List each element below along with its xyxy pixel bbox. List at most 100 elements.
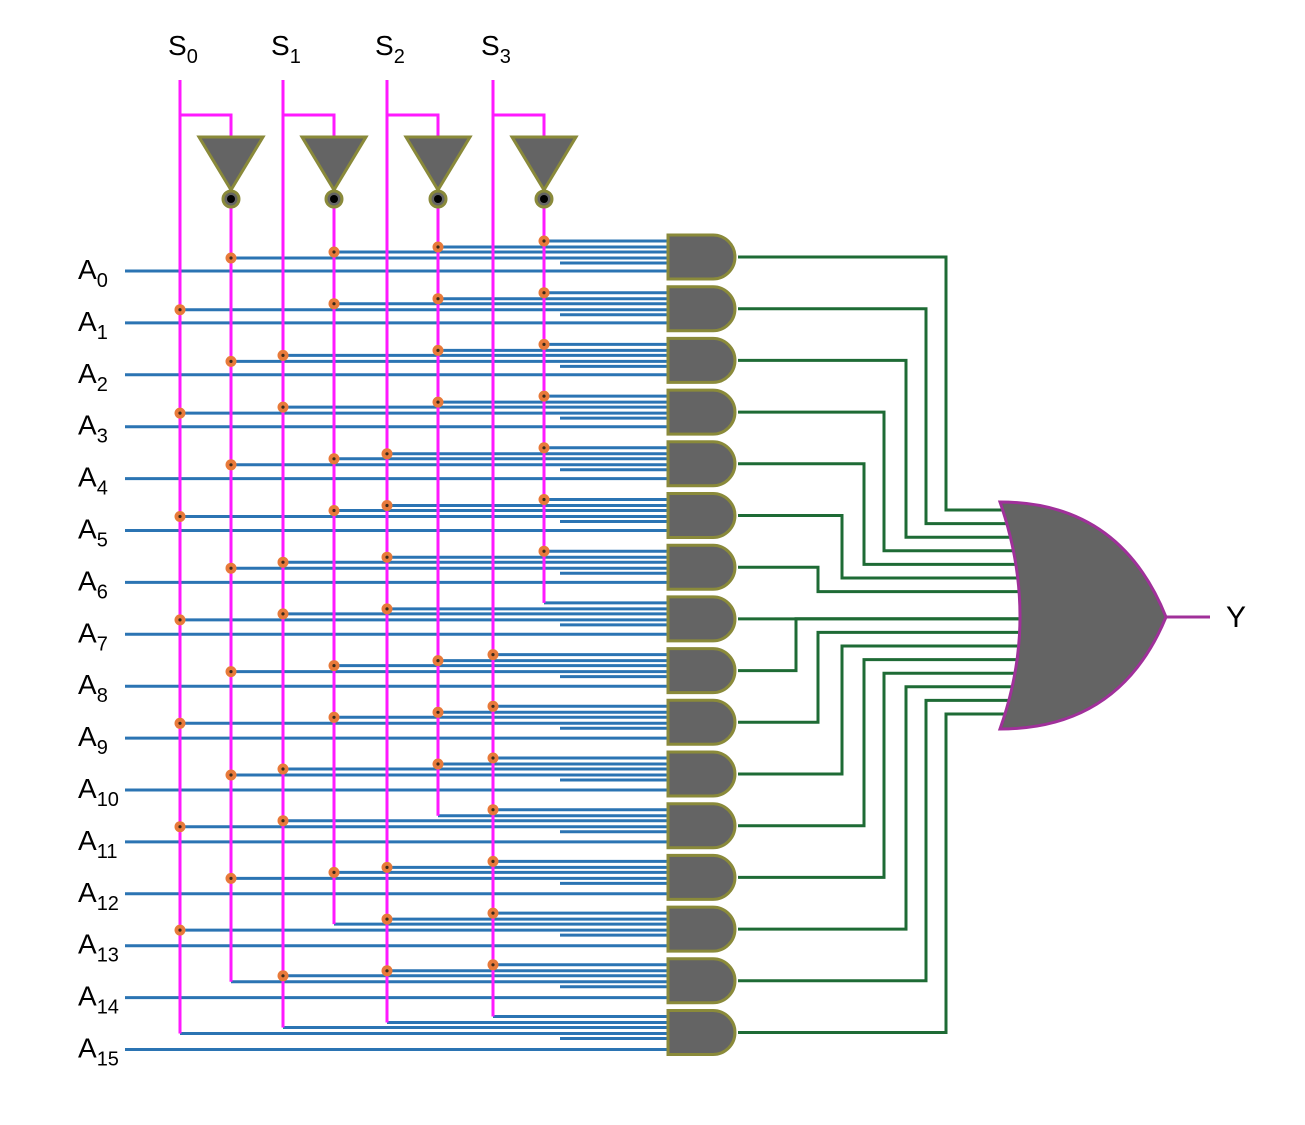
- input-label-0-subscript: 0: [97, 270, 108, 292]
- junction-dot-center: [436, 762, 440, 766]
- select-label-2: S2: [375, 30, 405, 68]
- and-to-or-wire-4: [738, 462, 1016, 566]
- and-to-or-wire-6: [738, 565, 1020, 594]
- junction-dot-center: [332, 302, 336, 306]
- and-gate-4: [666, 440, 737, 488]
- input-label-4-base: A: [78, 462, 97, 493]
- inverter-triangle: [403, 135, 473, 193]
- junction-dot-center: [229, 876, 233, 881]
- and-to-or-wire-0: [738, 255, 1003, 512]
- input-label-5: A5: [78, 514, 108, 552]
- inverter-branch: [180, 113, 233, 138]
- and-gate-3: [666, 388, 737, 436]
- select-label-1-base: S: [271, 30, 290, 61]
- input-label-9: A9: [78, 721, 108, 759]
- input-label-12: A12: [78, 877, 119, 915]
- junction-dot-center: [332, 664, 336, 668]
- junction-dot-center: [332, 457, 336, 461]
- input-label-9-base: A: [78, 721, 97, 752]
- junction-dot-center: [385, 555, 389, 559]
- input-label-12-subscript: 12: [97, 893, 119, 915]
- input-label-8-subscript: 8: [97, 685, 108, 707]
- junction-dot-center: [436, 659, 440, 663]
- and-gate-12: [666, 853, 737, 901]
- inverter-bubble-dot: [540, 195, 548, 203]
- input-label-14: A14: [78, 981, 119, 1019]
- input-label-5-subscript: 5: [97, 530, 108, 552]
- junction-dot-center: [385, 917, 389, 921]
- input-label-12-base: A: [78, 877, 97, 908]
- and-to-or-wire-13: [738, 685, 1013, 931]
- input-label-11: A11: [78, 825, 117, 863]
- and-to-or-wire-10: [738, 644, 1019, 776]
- input-label-2-subscript: 2: [97, 374, 108, 396]
- select-label-0-base: S: [168, 30, 187, 61]
- junction-dot-center: [542, 394, 546, 398]
- junction-dot-center: [332, 870, 336, 875]
- inverter-bubble-dot: [330, 195, 338, 203]
- and-gate-15: [666, 1009, 737, 1056]
- select-label-0-subscript: 0: [187, 46, 198, 68]
- input-label-13-subscript: 13: [97, 945, 119, 967]
- input-label-15-base: A: [78, 1033, 97, 1064]
- junction-dot-center: [385, 607, 389, 611]
- junction-dot-center: [385, 865, 389, 870]
- junction-dot-center: [436, 400, 440, 404]
- junction-dot-center: [542, 342, 546, 346]
- inverter-branch: [387, 113, 440, 138]
- input-label-10: A10: [78, 773, 119, 811]
- junction-dot-center: [436, 348, 440, 352]
- and-to-or-wire-14: [738, 698, 1009, 983]
- junction-dot-center: [385, 503, 389, 508]
- junction-dot-center: [385, 969, 389, 973]
- and-to-or-wire-9: [738, 630, 1020, 724]
- junction-dot-center: [332, 508, 336, 513]
- input-label-7-subscript: 7: [97, 633, 108, 655]
- junction-dot-center: [436, 297, 440, 301]
- input-label-5-base: A: [78, 514, 97, 545]
- inverter-bubble-dot: [434, 195, 442, 203]
- and-gates: [666, 233, 737, 1056]
- input-label-14-base: A: [78, 981, 97, 1012]
- input-label-15-subscript: 15: [97, 1049, 119, 1071]
- and-gate-9: [666, 698, 737, 746]
- inverter-3: [509, 135, 579, 209]
- junction-dot-center: [281, 405, 285, 409]
- select-label-2-base: S: [375, 30, 394, 61]
- inverter-triangle: [196, 135, 266, 193]
- junction-dot-center: [491, 704, 495, 708]
- and-to-or-wire-15: [738, 712, 1005, 1034]
- or-gate: [997, 500, 1168, 731]
- junction-dot-center: [229, 566, 233, 570]
- and-to-or-wire-1: [738, 307, 1007, 526]
- inverter-0: [196, 135, 266, 209]
- junction-dot-center: [436, 245, 440, 249]
- junction-dot-center: [178, 825, 182, 829]
- junction-dot-center: [281, 974, 285, 978]
- inverter-branch: [493, 113, 546, 138]
- junction-dot-center: [542, 497, 546, 502]
- and-to-or-wire-2: [738, 358, 1011, 539]
- and-to-or-wire-12: [738, 671, 1015, 879]
- junction-dot-center: [542, 549, 546, 553]
- input-label-3: A3: [78, 410, 108, 448]
- junction-dot-center: [491, 653, 495, 657]
- input-label-2-base: A: [78, 358, 97, 389]
- and-gate-8: [666, 647, 737, 695]
- inverters: [196, 135, 579, 209]
- and-input-bundles: [125, 239, 670, 1051]
- input-label-8-base: A: [78, 669, 97, 700]
- select-label-3-base: S: [481, 30, 500, 61]
- input-label-10-subscript: 10: [97, 789, 119, 811]
- and-gate-5: [666, 492, 737, 539]
- junction-dot-center: [281, 612, 285, 616]
- and-gate-1: [666, 285, 737, 333]
- select-label-3: S3: [481, 30, 511, 68]
- junction-dot-center: [178, 618, 182, 622]
- junction-dot-center: [178, 721, 182, 725]
- select-label-0: S0: [168, 30, 198, 68]
- junction-dot-center: [178, 928, 182, 932]
- input-label-3-base: A: [78, 410, 97, 441]
- input-label-13: A13: [78, 929, 119, 967]
